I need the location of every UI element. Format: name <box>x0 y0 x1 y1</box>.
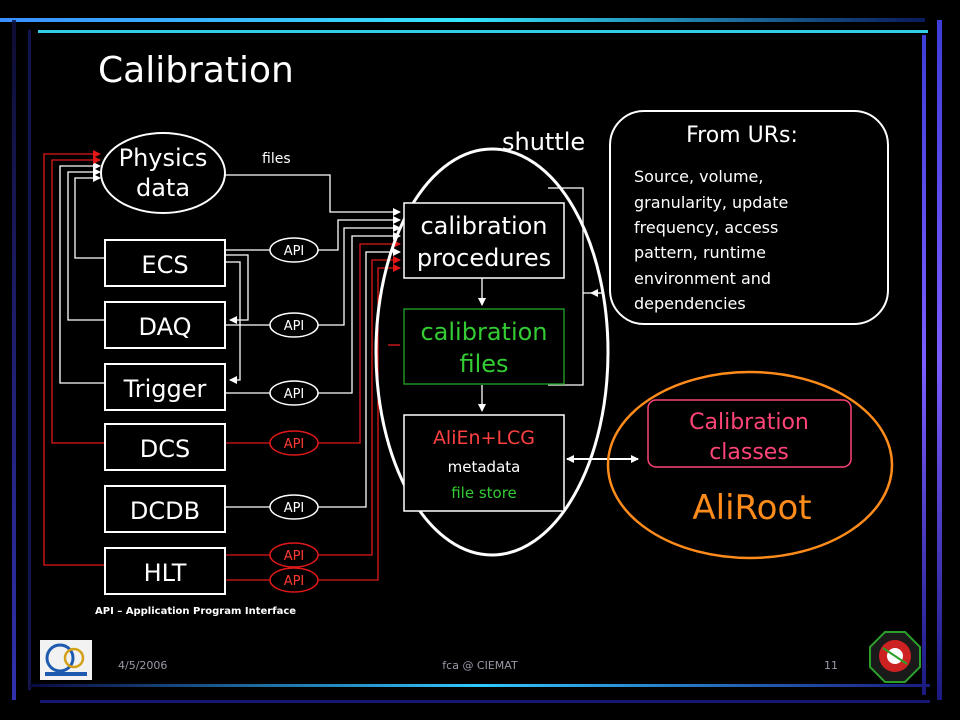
calibration-procedures-line2: procedures <box>417 244 551 272</box>
from-urs-line-5: environment and <box>634 269 771 288</box>
api-label-hlt-2: API <box>284 574 305 589</box>
calibration-files-box: calibration files <box>403 308 565 385</box>
alice-logo <box>869 631 921 683</box>
dcs-to-physics-line <box>51 156 105 444</box>
calibration-classes-line1: Calibration <box>689 410 809 435</box>
calibration-files-line2: files <box>459 350 508 378</box>
alien-lcg-file-store: file store <box>451 484 517 502</box>
calibration-procedures-line1: calibration <box>420 212 547 240</box>
from-urs-line-4: pattern, runtime <box>634 243 766 262</box>
calibration-procedures-box: calibration procedures <box>403 202 565 279</box>
alien-lcg-title: AliEn+LCG <box>433 427 535 449</box>
from-urs-line-1: Source, volume, <box>634 167 763 186</box>
dcs-box <box>104 423 226 471</box>
aliroot-label: AliRoot <box>692 488 811 528</box>
from-urs-line-2: granularity, update <box>634 193 788 212</box>
api-legend: API – Application Program Interface <box>95 606 296 617</box>
hlt-label: HLT <box>144 559 187 587</box>
slide-title: Calibration <box>98 50 294 91</box>
from-urs-line-6: dependencies <box>634 294 746 313</box>
api-oval-hlt-1 <box>269 542 319 568</box>
calibration-classes-line2: classes <box>709 440 789 465</box>
api-label-ecs: API <box>284 244 305 259</box>
alien-lcg-metadata: metadata <box>448 458 521 476</box>
aliroot-node: Calibration classes AliRoot <box>606 370 894 560</box>
api-oval-dcs <box>269 430 319 456</box>
shuttle-bracket <box>548 187 584 386</box>
from-urs-box: From URs: Source, volume, granularity, u… <box>609 110 889 325</box>
daq-to-physics-line <box>67 168 105 321</box>
alien-lcg-box: AliEn+LCG metadata file store <box>403 414 565 512</box>
from-urs-heading: From URs: <box>686 123 798 148</box>
physics-data-label-line1: Physics <box>119 144 208 172</box>
ecs-to-trigger-arrow <box>225 261 241 384</box>
ecs-box <box>104 239 226 287</box>
footer-date: 4/5/2006 <box>118 659 167 672</box>
footer-page-number: 11 <box>824 659 838 672</box>
shuttle-ellipse <box>374 147 610 557</box>
api-ovals: API API API API API API API <box>269 237 319 593</box>
daq-box <box>104 301 226 349</box>
api-label-dcs: API <box>284 437 305 452</box>
calibration-classes-box <box>647 399 852 468</box>
decorative-frame <box>0 18 942 703</box>
ecs-label: ECS <box>141 251 188 279</box>
footer-center: fca @ CIEMAT <box>442 659 518 672</box>
api-label-trigger: API <box>284 387 305 402</box>
trigger-box <box>104 363 226 411</box>
api-oval-dcdb <box>269 494 319 520</box>
physics-data-label-line2: data <box>136 174 190 202</box>
connector-lines <box>43 150 639 581</box>
dcs-label: DCS <box>140 435 190 463</box>
daq-label: DAQ <box>139 313 192 341</box>
api-oval-ecs <box>269 237 319 263</box>
source-boxes: ECS DAQ Trigger DCS DCDB HLT <box>104 239 226 595</box>
api-oval-daq <box>269 312 319 338</box>
shuttle-label: shuttle <box>502 128 585 156</box>
trigger-to-physics-line <box>59 162 105 384</box>
ecs-to-daq-arrow <box>225 254 249 324</box>
api-label-dcdb: API <box>284 501 305 516</box>
api-label-hlt-1: API <box>284 549 305 564</box>
dcdb-box <box>104 485 226 533</box>
ecs-to-physics-line <box>74 174 105 259</box>
files-arrow <box>225 174 401 216</box>
cern-50-logo <box>40 640 92 680</box>
aliroot-ellipse <box>606 370 894 560</box>
dcdb-label: DCDB <box>130 497 200 525</box>
api-oval-hlt-2 <box>269 567 319 593</box>
api-oval-trigger <box>269 380 319 406</box>
from-urs-line-3: frequency, access <box>634 218 778 237</box>
files-label: files <box>262 151 291 167</box>
trigger-label: Trigger <box>123 375 207 403</box>
physics-data-node: Physics data <box>100 132 226 214</box>
api-label-daq: API <box>284 319 305 334</box>
hlt-to-physics-line <box>43 150 105 566</box>
calibration-files-line1: calibration <box>420 318 547 346</box>
hlt-box <box>104 547 226 595</box>
